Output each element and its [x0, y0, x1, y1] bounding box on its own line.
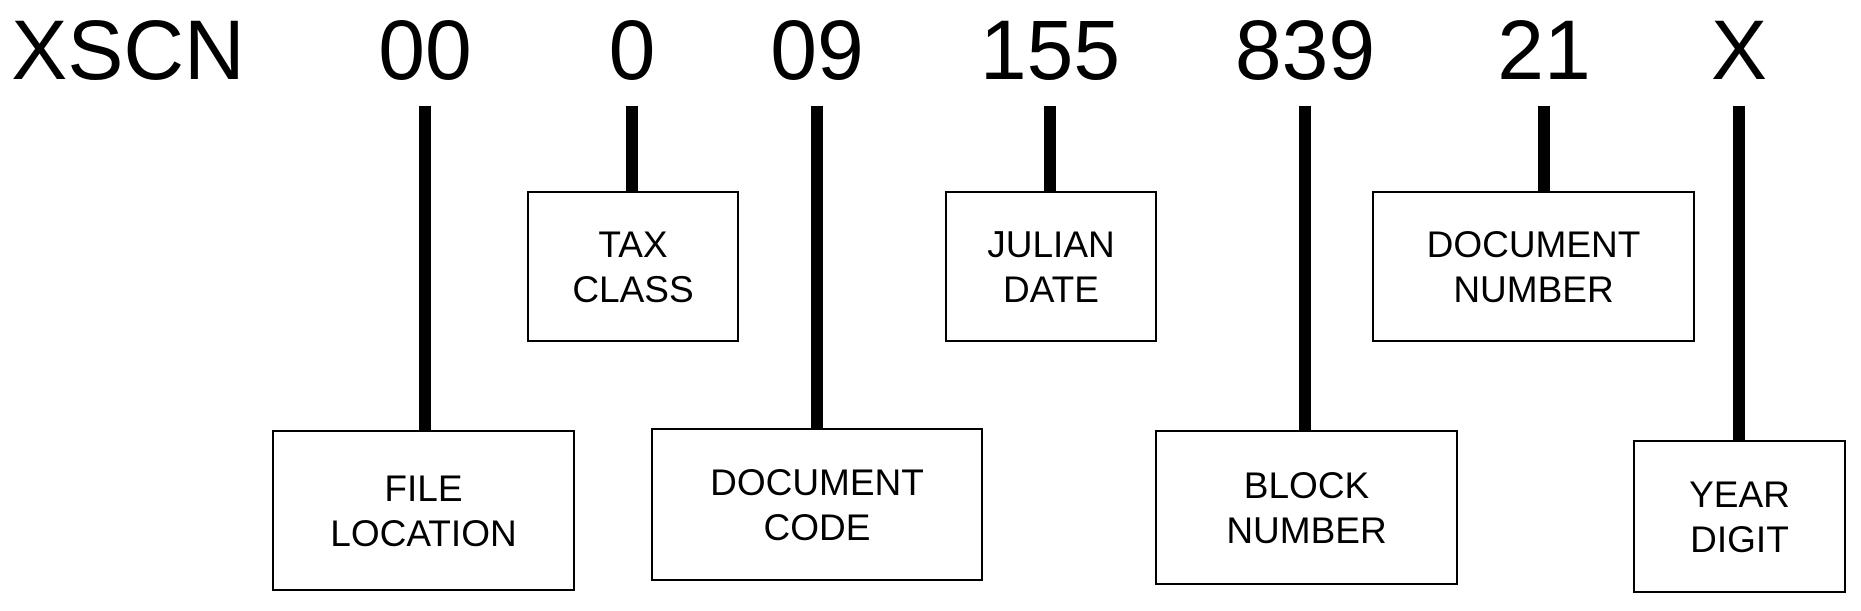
code-block-number: 839	[1234, 3, 1376, 97]
label-box-block-number: BLOCK NUMBER	[1155, 430, 1458, 585]
connector-document-number	[1538, 106, 1550, 193]
label-tax-class-line-1: TAX	[598, 223, 668, 265]
label-tax-class-line-2: CLASS	[572, 268, 694, 310]
label-year-digit-line-2: DIGIT	[1690, 518, 1789, 560]
label-julian-date-line-2: DATE	[1003, 268, 1099, 310]
code-tax-class: 0	[608, 3, 656, 97]
connector-tax-class	[626, 106, 638, 193]
code-julian-date: 155	[979, 3, 1121, 97]
code-prefix: XSCN	[11, 3, 245, 97]
connector-julian-date	[1044, 106, 1056, 193]
label-document-code-line-2: CODE	[763, 506, 871, 548]
label-document-code-line-1: DOCUMENT	[710, 461, 924, 503]
label-file-location-line-2: LOCATION	[330, 512, 517, 554]
label-box-tax-class: TAX CLASS	[527, 191, 739, 342]
label-block-number-line-2: NUMBER	[1226, 509, 1387, 551]
label-document-number-line-1: DOCUMENT	[1426, 223, 1641, 265]
label-year-digit-line-1: YEAR	[1689, 473, 1790, 515]
code-file-location: 00	[378, 3, 472, 97]
connector-block-number	[1299, 106, 1311, 432]
label-file-location-line-1: FILE	[384, 467, 463, 509]
label-document-number-line-2: NUMBER	[1453, 268, 1614, 310]
label-block-number-line-1: BLOCK	[1243, 464, 1370, 506]
label-box-julian-date: JULIAN DATE	[945, 191, 1157, 342]
label-box-document-number: DOCUMENT NUMBER	[1372, 191, 1695, 342]
label-box-file-location: FILE LOCATION	[272, 430, 575, 591]
code-document-number: 21	[1497, 3, 1591, 97]
code-year-digit: X	[1710, 3, 1768, 97]
connector-year-digit	[1733, 106, 1745, 442]
label-box-year-digit: YEAR DIGIT	[1633, 440, 1846, 593]
label-julian-date-line-1: JULIAN	[987, 223, 1115, 265]
connector-file-location	[419, 106, 431, 432]
code-document-code: 09	[770, 3, 864, 97]
connector-document-code	[811, 106, 823, 430]
label-box-document-code: DOCUMENT CODE	[651, 428, 983, 581]
